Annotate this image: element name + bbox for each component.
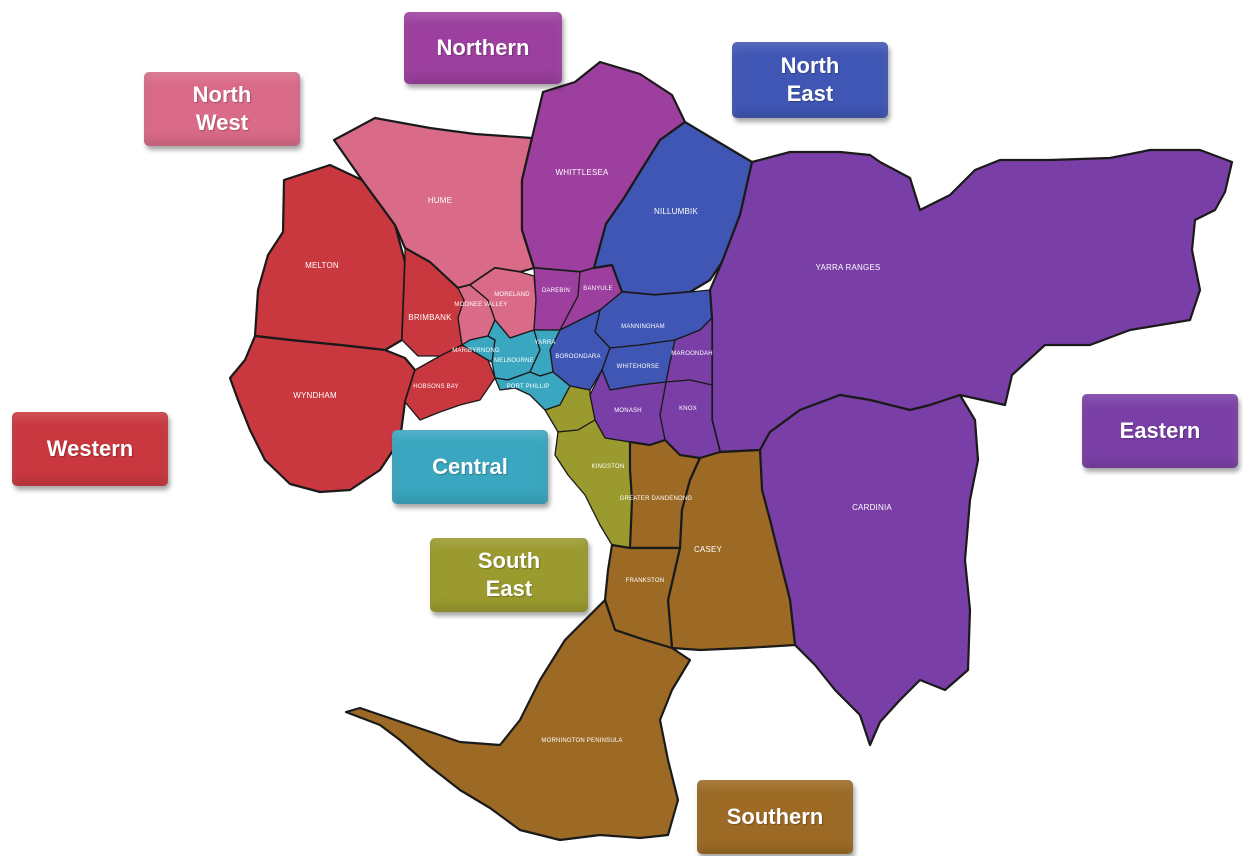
lga-label-port-phillip: PORT PHILLIP [507,384,550,390]
region-label-eastern[interactable]: Eastern [1082,394,1238,468]
lga-label-maroondah: MAROONDAH [671,351,712,357]
lga-label-hume: HUME [428,196,452,205]
region-label-north-east[interactable]: North East [732,42,888,118]
lga-label-melton: MELTON [305,261,339,270]
lga-wyndham[interactable] [228,334,417,494]
lga-cardinia[interactable] [758,393,980,747]
lga-label-cardinia: CARDINIA [852,503,892,512]
lga-label-melbourne: MELBOURNE [494,358,534,364]
lga-label-wyndham: WYNDHAM [293,391,337,400]
lga-label-greater-dandenong: GREATER DANDENONG [620,496,693,502]
lga-hobsons-bay[interactable] [404,344,496,421]
lga-casey[interactable] [666,448,797,652]
region-label-northern[interactable]: Northern [404,12,562,84]
lga-label-manningham: MANNINGHAM [621,324,665,330]
lga-label-whittlesea: WHITTLESEA [555,168,609,177]
lga-label-brimbank: BRIMBANK [408,313,452,322]
region-label-western[interactable]: Western [12,412,168,486]
lga-label-mornington-peninsula: MORNINGTON PENINSULA [541,738,622,744]
lga-label-moreland: MORELAND [494,292,530,298]
region-label-central[interactable]: Central [392,430,548,504]
lga-label-whitehorse: WHITEHORSE [617,364,660,370]
lga-mornington-peninsula[interactable] [344,598,692,842]
lga-label-nillumbik: NILLUMBIK [654,207,698,216]
region-label-north-west[interactable]: North West [144,72,300,146]
lga-label-maribyrnong: MARIBYRNONG [452,348,500,354]
region-label-south-east[interactable]: South East [430,538,588,612]
lga-label-moonee-valley: MOONEE VALLEY [454,302,507,308]
lga-label-yarra: YARRA [534,340,555,346]
lga-label-monash: MONASH [614,408,642,414]
lga-label-banyule: BANYULE [583,286,612,292]
region-label-southern[interactable]: Southern [697,780,853,854]
lga-label-knox: KNOX [679,406,697,412]
lga-label-boroondara: BOROONDARA [555,354,600,360]
lga-label-kingston: KINGSTON [592,464,625,470]
lga-label-frankston: FRANKSTON [626,578,665,584]
lga-label-casey: CASEY [694,545,723,554]
lga-label-darebin: DAREBIN [542,288,570,294]
lga-label-hobsons-bay: HOBSONS BAY [413,384,458,390]
lga-label-yarra-ranges: YARRA RANGES [816,263,881,272]
